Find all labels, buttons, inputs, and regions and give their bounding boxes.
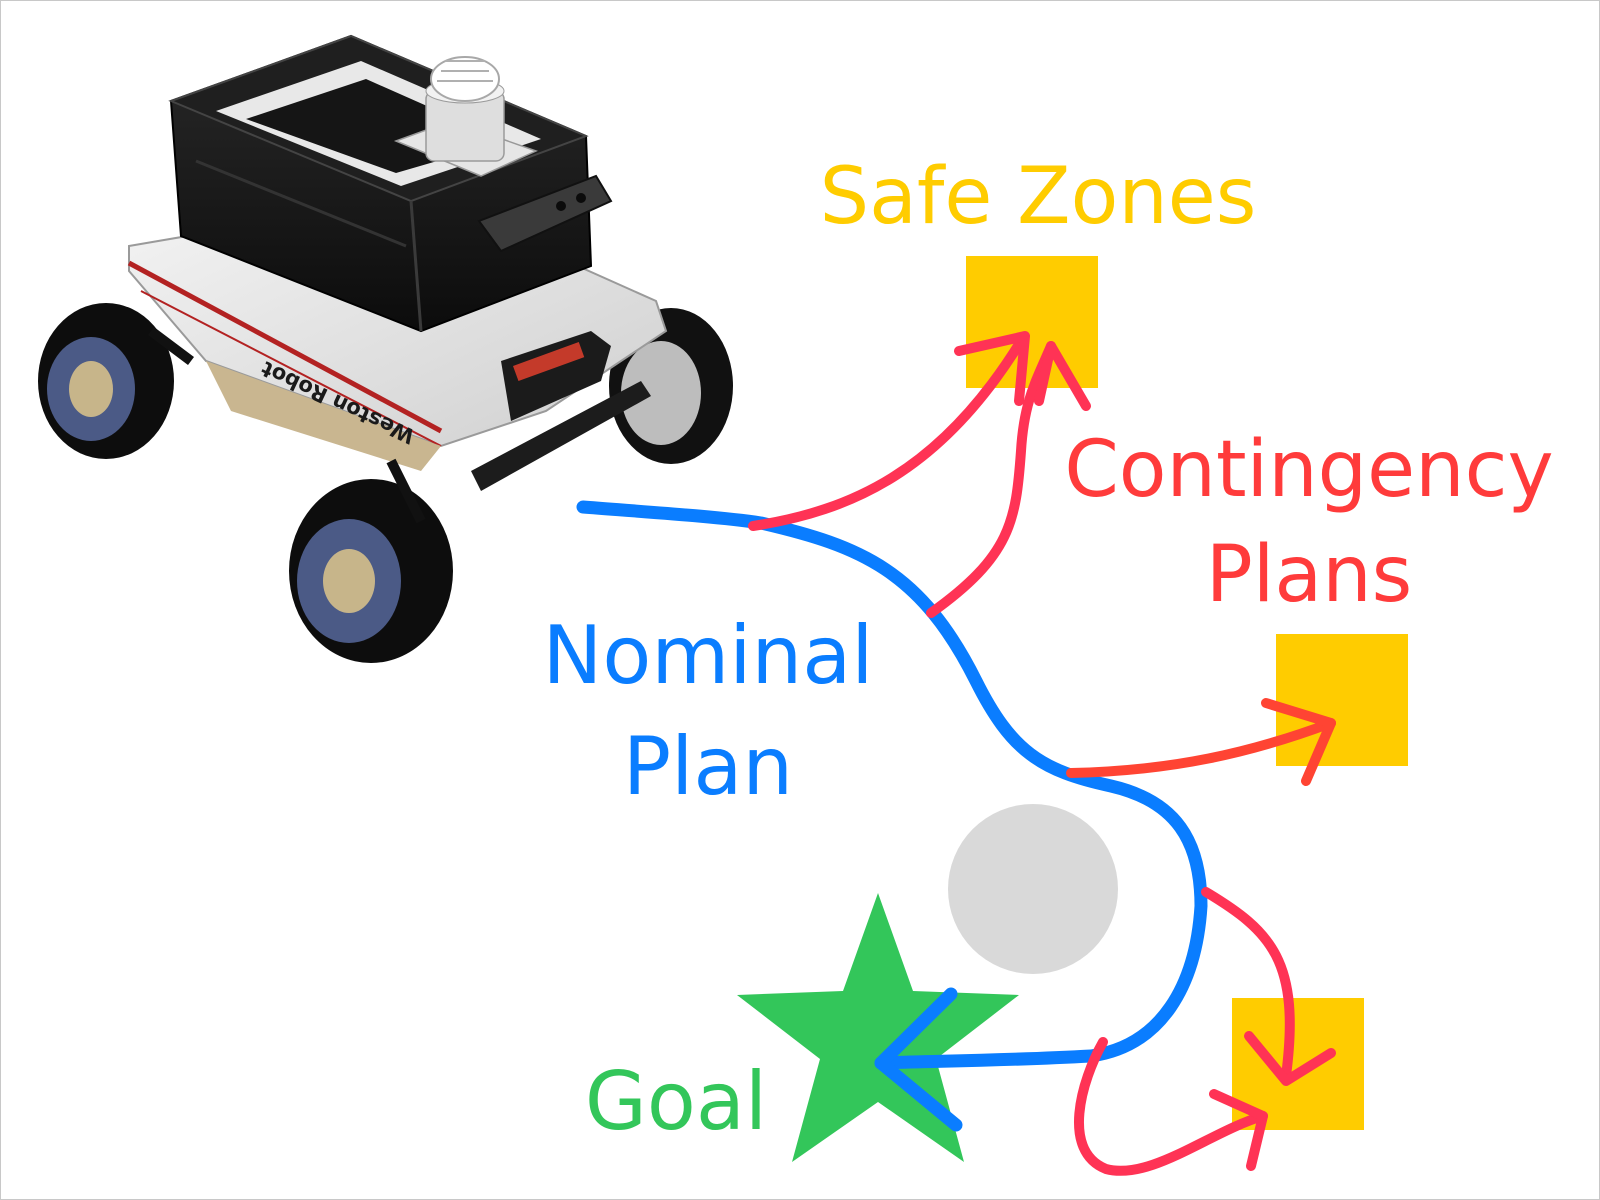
goal-label: Goal xyxy=(585,1055,767,1148)
contingency-path-2 xyxy=(926,341,1056,618)
safe-zones-label: Safe Zones xyxy=(820,152,1257,242)
contingency-path-5 xyxy=(1074,1037,1268,1176)
contingency-path-1 xyxy=(748,336,1026,531)
contingency-path-3 xyxy=(1066,718,1336,778)
contingency-label-line1: Contingency xyxy=(1064,425,1553,515)
nominal-plan-label-line1: Nominal xyxy=(543,609,874,702)
ugv-robot-icon: Weston Robot xyxy=(38,34,733,663)
nominal-plan-label-line2: Plan xyxy=(623,720,793,813)
circle-obstacle-icon xyxy=(948,804,1118,974)
contingency-label-line2: Plans xyxy=(1206,530,1413,620)
contingency-plan-paths xyxy=(748,331,1336,1176)
safe-zone-square-icon xyxy=(1276,634,1408,766)
safe-zone-square-icon xyxy=(966,256,1098,388)
contingency-path-4 xyxy=(1201,887,1295,1081)
goal-star-icon xyxy=(737,893,1019,1162)
